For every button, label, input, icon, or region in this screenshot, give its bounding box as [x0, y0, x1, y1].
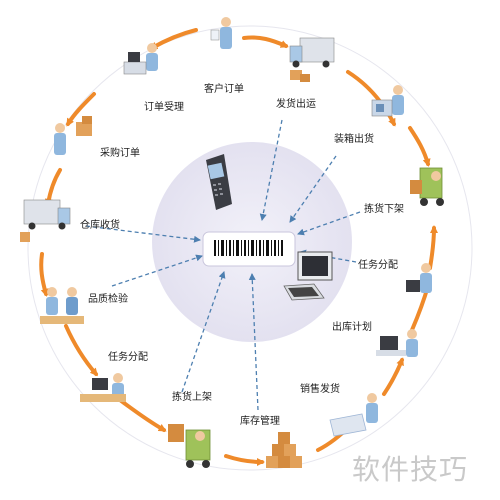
flow-arrow [428, 225, 438, 270]
sales-worker-icon [329, 393, 378, 437]
step-label-quality-check: 品质检验 [88, 292, 128, 305]
data-arrow [297, 211, 361, 236]
flow-arrow [242, 35, 289, 48]
step-label-task-assign-left: 任务分配 [108, 350, 148, 363]
flow-arrow [118, 398, 167, 432]
outer-ring [27, 25, 473, 471]
desktop-computer-icon [283, 251, 333, 301]
flow-arrow [149, 28, 198, 50]
station-pictograms [20, 17, 444, 468]
data-arrow [248, 273, 259, 411]
order-desk-icon [123, 43, 158, 75]
flow-arrow [408, 126, 431, 167]
step-labels: 客户订单 发货出运 装箱出货 拣货下架 任务分配 出库计划 销售发货 库存管理 … [80, 82, 404, 427]
receiving-truck-icon [20, 199, 71, 242]
step-label-pick-up: 拣货上架 [172, 390, 212, 403]
step-label-ship-dispatch: 发货出运 [276, 97, 316, 110]
step-label-inventory: 库存管理 [240, 414, 280, 427]
watermark: 软件技巧 [352, 453, 469, 486]
step-label-task-assign-right: 任务分配 [358, 258, 398, 271]
forklift-loading-icon [168, 424, 211, 468]
flow-arrow [66, 92, 96, 127]
flow-arrow [382, 357, 404, 396]
step-label-sales-ship: 销售发货 [300, 382, 340, 395]
forklift-icon [410, 167, 444, 206]
customer-figure-icon [210, 17, 232, 49]
data-arrow [181, 271, 226, 393]
step-label-customer-order: 客户订单 [204, 82, 244, 95]
flow-arrow [346, 70, 396, 127]
flow-arrows [39, 28, 438, 466]
packing-station-icon [371, 85, 404, 117]
step-label-packing-out: 装箱出货 [334, 132, 374, 145]
step-label-purchase-order: 采购订单 [100, 146, 140, 159]
step-label-order-accept: 订单受理 [144, 101, 184, 113]
planner-desk-icon [376, 329, 418, 357]
task-worker-icon [406, 263, 432, 293]
data-arrow [85, 225, 201, 243]
flow-arrow [39, 252, 49, 297]
step-label-warehouse-receive: 仓库收货 [80, 218, 120, 231]
handheld-scanner-icon [206, 154, 232, 210]
quality-check-icon [40, 287, 84, 324]
data-arrow [259, 119, 283, 221]
delivery-truck-icon [289, 37, 335, 82]
step-label-outbound-plan: 出库计划 [332, 320, 372, 333]
task-desk-icon [80, 373, 126, 402]
flow-arrow [44, 168, 62, 207]
flow-arrow [64, 324, 98, 377]
purchasing-figure-icon [54, 116, 92, 155]
inventory-boxes-icon [266, 432, 302, 468]
barcode-label-icon [202, 231, 296, 267]
step-label-pick-down: 拣货下架 [364, 202, 404, 215]
flow-arrow [224, 454, 265, 466]
data-arrow [111, 254, 203, 287]
